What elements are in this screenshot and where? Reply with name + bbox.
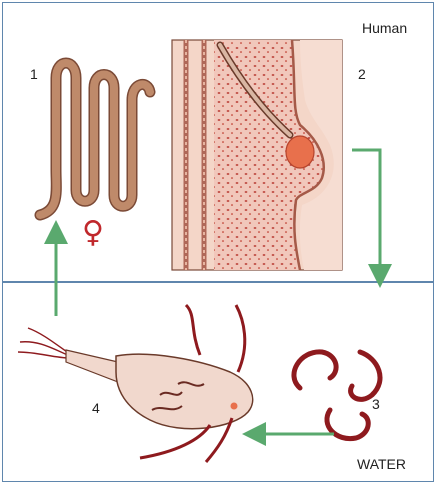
- larvae-group: [294, 352, 380, 439]
- skin-cross-section: [172, 40, 342, 270]
- copepod: [18, 305, 253, 462]
- arrow-skin-to-water: [352, 150, 380, 276]
- female-symbol-icon: ♀: [82, 215, 104, 250]
- adult-female-worm: [40, 63, 150, 215]
